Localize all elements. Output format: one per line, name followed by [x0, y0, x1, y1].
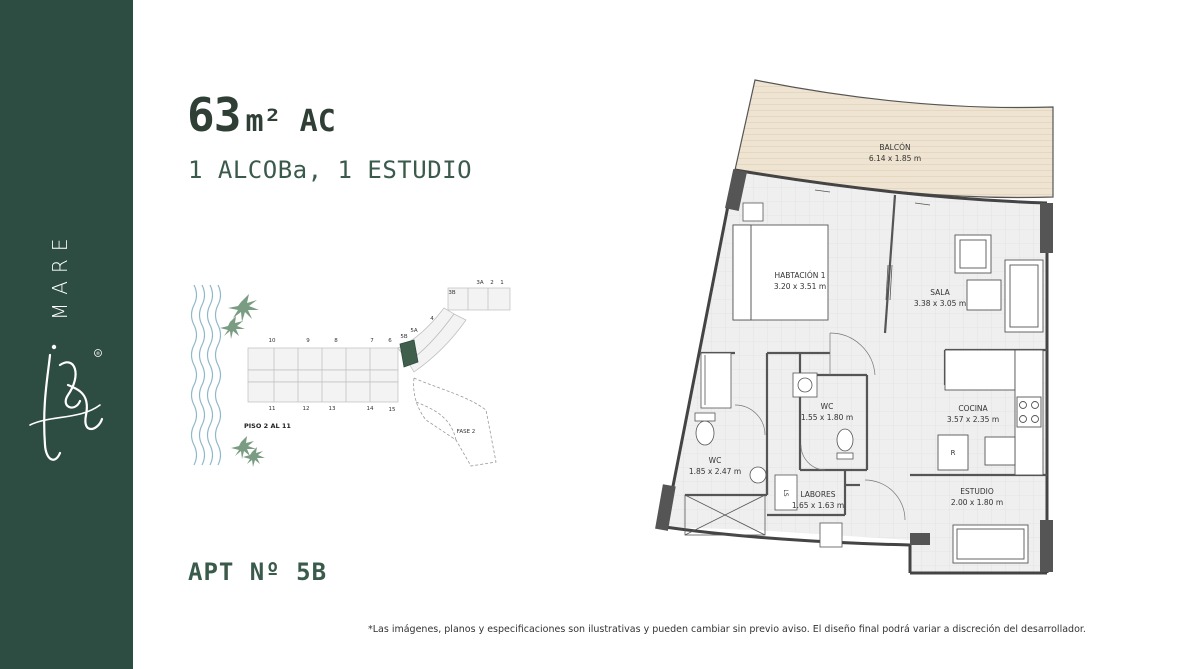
- registered-mark: ®: [96, 350, 101, 357]
- fridge-label: R: [951, 449, 956, 457]
- study-name: ESTUDIO: [960, 487, 994, 496]
- area-title: 63 m² AC: [187, 88, 336, 142]
- laundry-label: LS: [782, 489, 789, 496]
- map-unit-label: 3B: [448, 290, 455, 296]
- area-unit: m² AC: [245, 104, 336, 139]
- map-unit-label: 6: [388, 338, 392, 344]
- sliding-door: [814, 189, 931, 301]
- map-unit-label: 4: [430, 316, 434, 322]
- brand-logo-icon: ®: [29, 344, 104, 461]
- map-unit-label: 5A: [410, 328, 417, 334]
- bed-icon: [732, 202, 829, 321]
- living-room-name: SALA: [930, 288, 950, 297]
- map-unit-label: 14: [367, 406, 374, 412]
- desk-icon: [952, 524, 1029, 564]
- unit-5b-highlight: [399, 339, 419, 368]
- unit-subtitle: 1 ALCOBa, 1 ESTUDIO: [188, 156, 473, 184]
- bedroom-size: 3.20 x 3.51 m: [774, 282, 826, 291]
- map-unit-label: 9: [306, 338, 310, 344]
- phase-label: FASE 2: [457, 429, 476, 435]
- kitchen-size: 3.57 x 2.35 m: [947, 415, 999, 424]
- map-unit-label: 1: [500, 280, 504, 286]
- map-unit-label: 15: [389, 407, 396, 413]
- kitchen-counter: R: [937, 349, 1044, 476]
- bathroom-1-size: 1.55 x 1.80 m: [801, 413, 853, 422]
- site-location-map: 10 9 8 7 6 5B 5A 4 3B 3A 2 1 11 12 13 14…: [190, 280, 511, 467]
- toilet-icon: [792, 372, 854, 460]
- structural-columns: [655, 168, 1053, 572]
- map-unit-label: 7: [370, 338, 374, 344]
- bathroom-1-name: WC: [821, 402, 834, 411]
- palm-tree-icon: [220, 294, 265, 467]
- map-unit-label: 5B: [400, 334, 407, 340]
- closet: [700, 352, 732, 409]
- laundry-room-size: 1.65 x 1.63 m: [792, 501, 844, 510]
- floor-plan: R LS: [655, 79, 1054, 575]
- brand-name: MARE: [48, 230, 72, 320]
- brand-sidebar: MARE ®: [0, 0, 133, 669]
- shower-area: [684, 494, 766, 536]
- floor-range-label: PISO 2 AL 11: [244, 422, 291, 430]
- map-unit-label: 11: [269, 406, 276, 412]
- bedroom-name: HABTACIÓN 1: [774, 271, 825, 280]
- laundry-room-name: LABORES: [800, 490, 835, 499]
- exterior-walls: [663, 168, 1049, 575]
- area-number: 63: [187, 88, 241, 142]
- legal-disclaimer: *Las imágenes, planos y especificaciones…: [368, 624, 1086, 635]
- sofa-icon: [954, 234, 1044, 333]
- building-footprint: [247, 287, 511, 403]
- map-unit-label: 3A: [476, 280, 483, 286]
- apartment-number: APT Nº 5B: [188, 558, 328, 586]
- map-unit-label: 2: [490, 280, 494, 286]
- bathroom-2-size: 1.85 x 2.47 m: [689, 467, 741, 476]
- map-unit-label: 13: [329, 406, 336, 412]
- sea-waves-icon: [190, 284, 222, 466]
- balcony-name: BALCÓN: [879, 143, 910, 152]
- kitchen-name: COCINA: [958, 404, 988, 413]
- balcony-size: 6.14 x 1.85 m: [869, 154, 921, 163]
- living-room-size: 3.38 x 3.05 m: [914, 299, 966, 308]
- map-unit-label: 12: [303, 406, 310, 412]
- phase-2-outline: [413, 377, 497, 467]
- toilet-icon: [694, 412, 767, 484]
- map-unit-label: 10: [269, 338, 276, 344]
- bathroom-2-name: WC: [709, 456, 722, 465]
- study-size: 2.00 x 1.80 m: [951, 498, 1003, 507]
- map-unit-label: 8: [334, 338, 338, 344]
- laundry-area: LS: [774, 474, 843, 548]
- door-swing: [734, 332, 906, 521]
